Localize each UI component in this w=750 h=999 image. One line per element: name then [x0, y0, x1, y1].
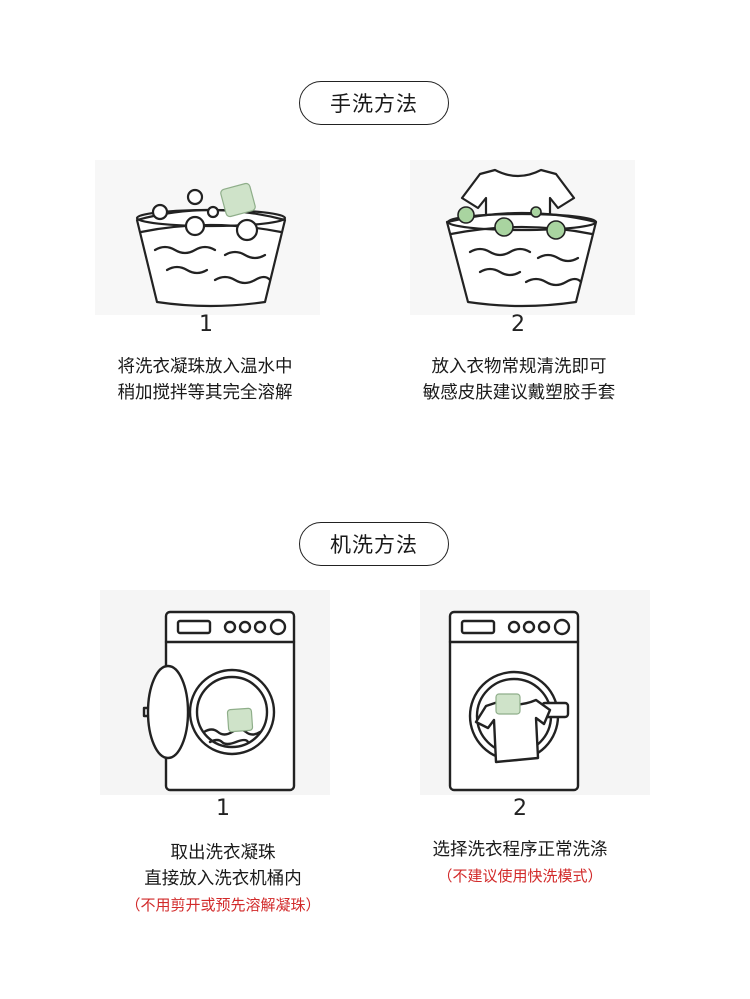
- machine-wash-title-text: 机洗方法: [330, 533, 418, 557]
- hand-step-2-line2: 敏感皮肤建议戴塑胶手套: [422, 383, 616, 403]
- hand-step-2-caption: 放入衣物常规清洗即可 敏感皮肤建议戴塑胶手套: [369, 354, 669, 406]
- machine-wash-title: 机洗方法: [299, 522, 449, 566]
- basin-pod-dissolving-illustration: [95, 160, 320, 315]
- machine-step-1-line1: 取出洗衣凝珠: [170, 843, 276, 863]
- hand-step-2-number: 2: [511, 312, 525, 337]
- machine-step-1-number: 1: [216, 796, 230, 821]
- machine-step-2-line1: 选择洗衣程序正常洗涤: [432, 840, 608, 860]
- machine-step-2-number: 2: [513, 796, 527, 821]
- washer-running-shirt-illustration: [420, 590, 650, 795]
- hand-step-2-line1: 放入衣物常规清洗即可: [431, 357, 607, 377]
- machine-step-1-line2: 直接放入洗衣机桶内: [144, 869, 302, 889]
- machine-step-2-note: （不建议使用快洗模式）: [437, 867, 603, 885]
- hand-wash-title: 手洗方法: [299, 81, 449, 125]
- hand-step-1-number: 1: [199, 312, 213, 337]
- machine-step-1-caption: 取出洗衣凝珠 直接放入洗衣机桶内 （不用剪开或预先溶解凝珠）: [73, 840, 373, 918]
- washer-door-open-pod-illustration: [100, 590, 330, 795]
- machine-step-2-caption: 选择洗衣程序正常洗涤 （不建议使用快洗模式）: [370, 837, 670, 889]
- basin-shirt-washing-illustration: [410, 160, 635, 315]
- hand-wash-title-text: 手洗方法: [330, 92, 418, 116]
- hand-step-1-line2: 稍加搅拌等其完全溶解: [117, 383, 293, 403]
- hand-step-1-caption: 将洗衣凝珠放入温水中 稍加搅拌等其完全溶解: [55, 354, 355, 406]
- hand-step-1-line1: 将洗衣凝珠放入温水中: [117, 357, 293, 377]
- machine-step-1-note: （不用剪开或预先溶解凝珠）: [125, 896, 321, 914]
